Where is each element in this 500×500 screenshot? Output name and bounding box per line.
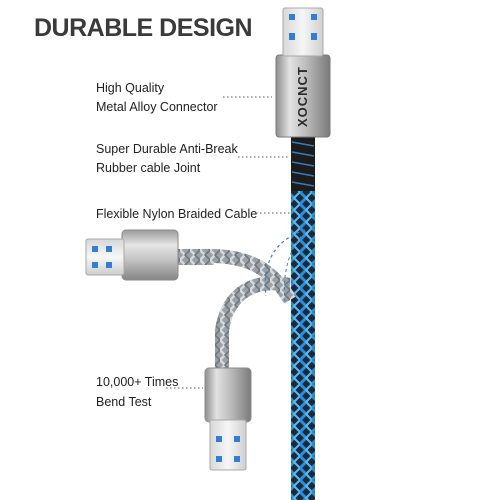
feature-metal-connector-line1: High Quality xyxy=(96,81,165,95)
bend-arc-indicator xyxy=(283,231,306,303)
brand-logo: XOCNCT xyxy=(295,66,310,127)
feature-metal-connector-line2: Metal Alloy Connector xyxy=(96,100,218,114)
page-title: DURABLE DESIGN xyxy=(34,14,253,42)
bend-arc-indicator xyxy=(264,229,306,297)
usb-a-plug-icon xyxy=(282,7,324,57)
feature-nylon-braid: Flexible Nylon Braided Cable xyxy=(96,207,258,221)
main-cable-braid xyxy=(291,188,315,500)
feature-bend-test-line2: Bend Test xyxy=(96,395,152,409)
bent-cable-lower xyxy=(204,276,292,471)
feature-rubber-joint-line1: Super Durable Anti-Break xyxy=(96,142,238,156)
feature-rubber-joint-line2: Rubber cable Joint xyxy=(96,161,201,175)
feature-bend-test-line1: 10,000+ Times xyxy=(96,375,179,389)
